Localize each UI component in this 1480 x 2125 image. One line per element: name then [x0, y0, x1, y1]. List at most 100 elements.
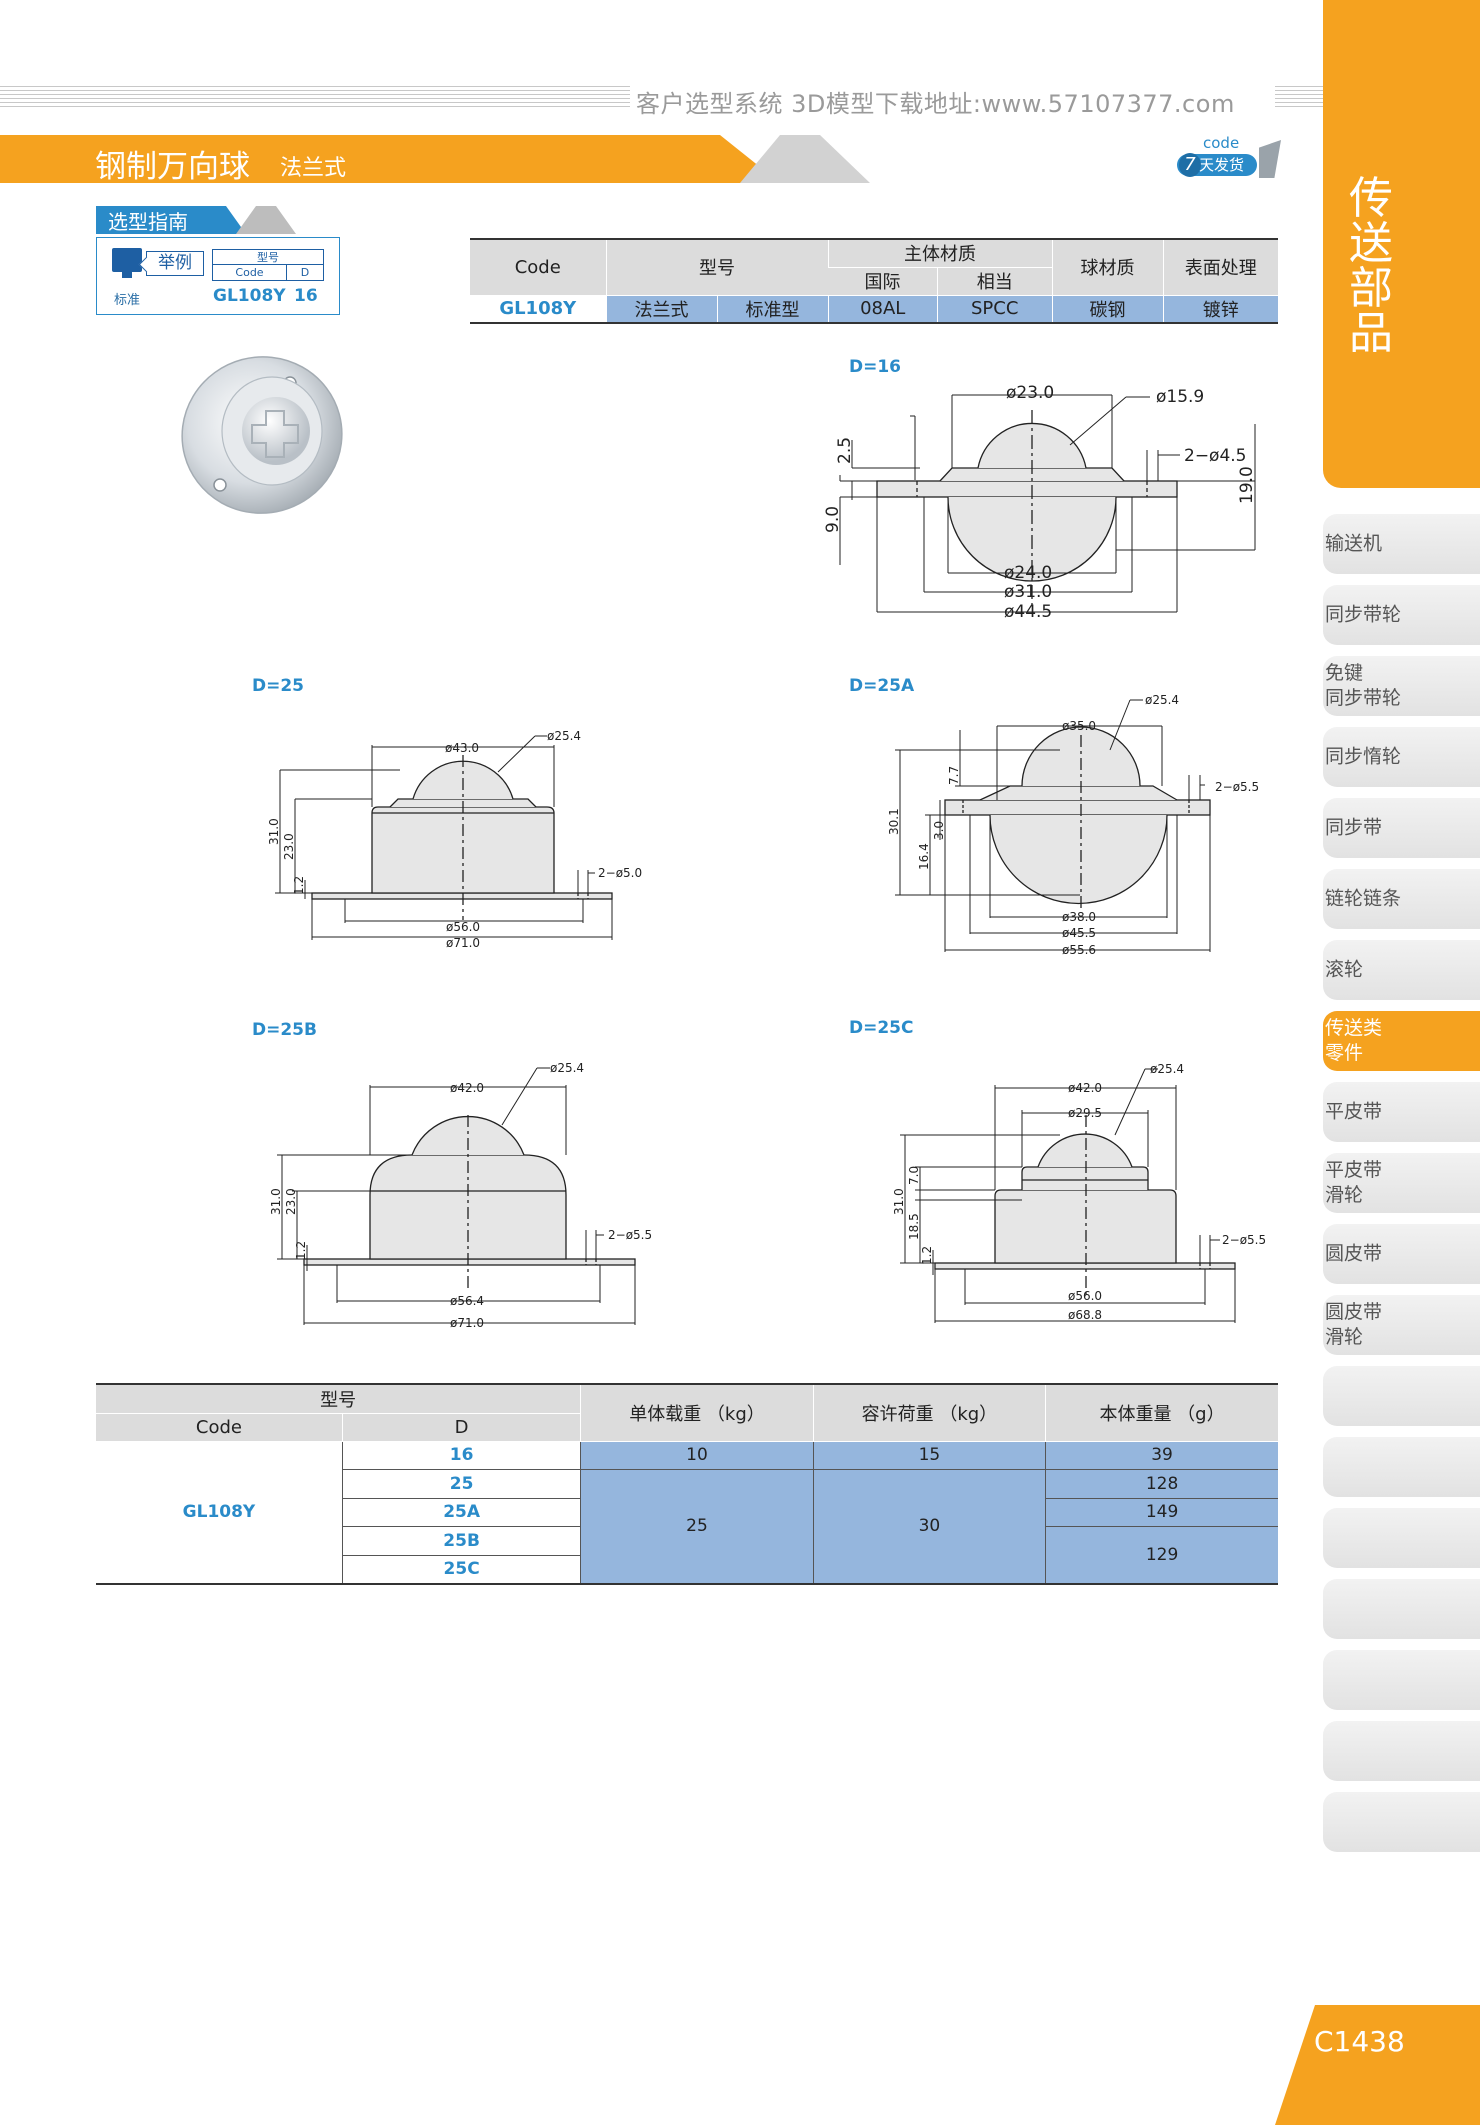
- sidebar-item[interactable]: [1323, 1366, 1480, 1426]
- dim-d16-2: 2.5: [835, 437, 855, 464]
- sidebar-item[interactable]: 传送类 零件: [1323, 1011, 1480, 1071]
- sidebar-item[interactable]: 同步带: [1323, 798, 1480, 858]
- mini-table-d: D: [300, 266, 310, 279]
- sidebar-item-label: 平皮带: [1325, 1100, 1383, 1123]
- title-banner-grey: [740, 135, 870, 183]
- sidebar-item[interactable]: 输送机: [1323, 514, 1480, 574]
- drawing-d16: ø23.0 ø15.9 2.5 2−ø4.5 19.0 9.0 ø24.0 ø3…: [823, 383, 1257, 622]
- site-download-text: 客户选型系统 3D模型下载地址:www.57107377.com: [636, 90, 1235, 118]
- dim-d25b-7: ø71.0: [450, 1316, 484, 1330]
- sidebar-item-label: 同步惰轮: [1325, 745, 1402, 768]
- example-tag: 举例: [146, 251, 204, 276]
- sidebar-item[interactable]: [1323, 1650, 1480, 1710]
- cell-unit-load: 25: [580, 1469, 814, 1584]
- label-d25b: D=25B: [252, 1020, 317, 1040]
- cell-code: GL108Y: [470, 295, 606, 323]
- mini-table-code: Code: [213, 265, 287, 280]
- sidebar-item[interactable]: 免键 同步带轮: [1323, 656, 1480, 716]
- sidebar-item[interactable]: 同步惰轮: [1323, 727, 1480, 787]
- guide-header-gray: [236, 206, 296, 234]
- sidebar-item-label: 链轮链条: [1325, 887, 1402, 910]
- cell-d: 25C: [342, 1555, 581, 1584]
- dim-d25a-3: 2−ø5.5: [1215, 780, 1259, 794]
- cell-ball: 碳钢: [1051, 295, 1163, 323]
- sidebar-item-label: 平皮带 滑轮: [1325, 1159, 1383, 1206]
- sidebar-item[interactable]: [1323, 1437, 1480, 1497]
- badge-code: code: [1203, 134, 1240, 152]
- dim-d25-6: ø56.0: [446, 920, 480, 934]
- dim-d16-6: ø24.0: [1004, 563, 1052, 583]
- dim-d25b-1: ø25.4: [550, 1061, 584, 1075]
- guide-title: 选型指南: [108, 210, 188, 234]
- dim-d25c-5: 18.5: [907, 1213, 921, 1240]
- dim-d16-8: ø44.5: [1004, 602, 1052, 622]
- cell-d: 25A: [342, 1498, 581, 1527]
- th-body-material: 主体材质: [827, 239, 1052, 268]
- sidebar-item[interactable]: 平皮带 滑轮: [1323, 1153, 1480, 1213]
- th-code: Code: [470, 239, 606, 296]
- sidebar-item[interactable]: [1323, 1508, 1480, 1568]
- cell-d: 16: [342, 1441, 581, 1470]
- sidebar-item-label: 传送类 零件: [1325, 1017, 1383, 1064]
- title-banner: [0, 135, 870, 183]
- dim-d25a-5: 16.4: [917, 843, 931, 870]
- sidebar-item-label: 圆皮带 滑轮: [1325, 1301, 1383, 1348]
- cell-equiv: SPCC: [936, 295, 1052, 323]
- dim-d25a-8: ø45.5: [1062, 926, 1096, 940]
- header-stripes: [0, 86, 630, 108]
- dim-d25b-4: 1.2: [294, 1241, 308, 1260]
- dim-d16-5: 9.0: [823, 506, 843, 533]
- sidebar-item[interactable]: 圆皮带: [1323, 1224, 1480, 1284]
- cell-weight: 129: [1045, 1526, 1278, 1584]
- cell-type2: 标准型: [716, 295, 828, 323]
- sidebar-section-header: [1323, 0, 1480, 488]
- th-weight: 本体重量 （g）: [1045, 1384, 1278, 1442]
- sidebar-item[interactable]: 圆皮带 滑轮: [1323, 1295, 1480, 1355]
- sidebar-item[interactable]: 同步带轮: [1323, 585, 1480, 645]
- cell-unit-load: 10: [580, 1441, 814, 1470]
- th-intl: 国际: [828, 267, 938, 296]
- dim-d16-3: 2−ø4.5: [1184, 446, 1247, 466]
- dim-d16-4: 19.0: [1237, 466, 1257, 504]
- th-code2: Code: [96, 1413, 343, 1442]
- dim-d25-7: ø71.0: [446, 936, 480, 950]
- cell-d: 25B: [342, 1526, 581, 1556]
- th-ball-material: 球材质: [1051, 239, 1163, 296]
- sidebar-item[interactable]: [1323, 1579, 1480, 1639]
- label-d16: D=16: [849, 357, 902, 377]
- dim-d16-7: ø31.0: [1004, 582, 1052, 602]
- sidebar-item[interactable]: 链轮链条: [1323, 869, 1480, 929]
- cell-d: 25: [342, 1469, 581, 1499]
- dim-d25a-1: ø25.4: [1145, 693, 1179, 707]
- dim-d25-2: 31.0: [267, 818, 281, 845]
- page-title: 钢制万向球: [95, 149, 250, 185]
- cell-type1: 法兰式: [605, 295, 717, 323]
- badge-number: 7: [1179, 153, 1201, 177]
- sidebar-item[interactable]: 滚轮: [1323, 940, 1480, 1000]
- label-d25a: D=25A: [849, 676, 915, 696]
- sidebar-item-label: 免键 同步带轮: [1325, 662, 1402, 709]
- sidebar-item[interactable]: 平皮带: [1323, 1082, 1480, 1142]
- cell-surface: 镀锌: [1162, 295, 1278, 323]
- dim-d25b-5: 2−ø5.5: [608, 1228, 652, 1242]
- standard-code: GL108Y: [213, 286, 286, 306]
- dim-d16-1: ø15.9: [1156, 387, 1204, 407]
- standard-label: 标准: [114, 293, 141, 308]
- cell-intl: 08AL: [827, 295, 938, 323]
- dim-d25-4: 1.2: [292, 876, 306, 895]
- dim-d25b-3: 23.0: [284, 1188, 298, 1215]
- sidebar-item[interactable]: [1323, 1721, 1480, 1781]
- dim-d25b-6: ø56.4: [450, 1294, 484, 1308]
- cell-allow-load: 15: [812, 1441, 1046, 1470]
- sidebar-item-label: 同步带: [1325, 816, 1383, 839]
- th-d: D: [341, 1413, 581, 1442]
- label-d25c: D=25C: [849, 1018, 914, 1038]
- dim-d25a-6: 3.0: [932, 821, 946, 840]
- cell-weight: 39: [1045, 1441, 1278, 1470]
- dim-d25a-2: 7.7: [947, 766, 961, 785]
- guide-header-blue: [96, 206, 246, 234]
- dim-d25b-2: 31.0: [269, 1188, 283, 1215]
- sidebar-item[interactable]: [1323, 1792, 1480, 1852]
- th-allow-load: 容许荷重 （kg）: [812, 1384, 1046, 1442]
- sidebar-item-label: 滚轮: [1325, 958, 1364, 981]
